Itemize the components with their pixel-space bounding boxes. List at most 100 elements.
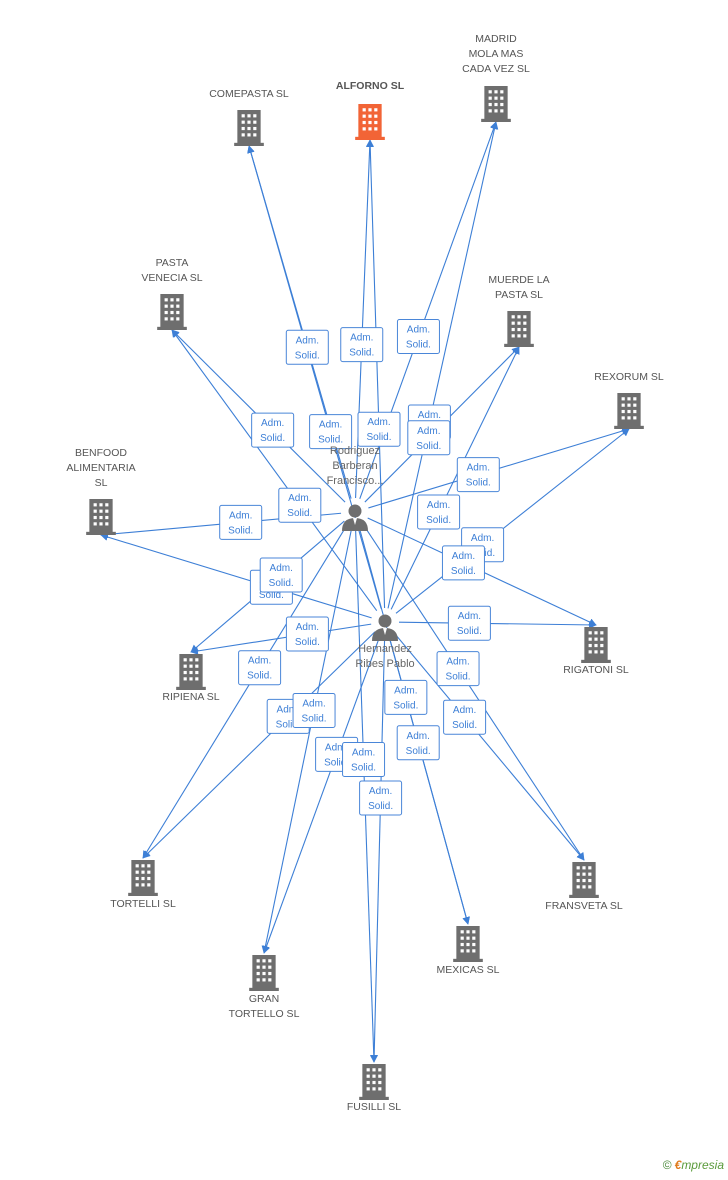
edge-label-p1-pasta_venecia[interactable]: Adm.Solid. [251,412,295,448]
edge-label-p1-fusilli[interactable]: Adm.Solid. [342,742,386,777]
company-label: MUERDE LA [488,274,549,286]
company-label: VENECIA SL [141,272,202,284]
edge-label-text: Adm. [471,533,494,544]
edge-label-text: Solid. [260,433,285,444]
company-mexicas[interactable]: MEXICAS SL [436,926,500,976]
edge-label-p2-comepasta[interactable]: Adm.Solid. [309,414,353,450]
company-label: TORTELLO SL [229,1008,300,1020]
edge-label-text: Adm. [270,563,293,574]
edge-p1-tortelli [142,523,349,859]
copyright-symbol: © [662,1158,672,1172]
company-label: GRAN [249,993,279,1005]
edge-p1-fransveta [362,523,585,861]
company-alforno[interactable]: ALFORNO SL [336,80,405,140]
edge-label-text: Solid. [416,441,441,452]
company-label: RIPIENA SL [162,691,219,703]
edge-label-text: Adm. [352,748,375,759]
edge-label-text: Adm. [277,704,300,715]
brand-initial: € [674,1158,682,1172]
edge-label-p2-alforno[interactable]: Adm.Solid. [357,411,401,447]
edge-label-text: Adm. [302,698,325,709]
company-ripiena[interactable]: RIPIENA SL [162,654,220,703]
edge-label-p1-mexicas[interactable]: Adm.Solid. [384,679,428,715]
company-fusilli[interactable]: FUSILLI SL [347,1064,401,1113]
edge-label-text: Adm. [427,500,450,511]
edge-label-p1-alforno[interactable]: Adm.Solid. [340,327,384,363]
edge-label-p2-mexicas[interactable]: Adm. Solid. [396,725,440,761]
company-label: TORTELLI SL [110,898,176,910]
edge-label-p1-rexorum[interactable]: Adm.Solid. [456,457,500,493]
edge-label-text: Solid. [324,757,349,768]
company-fransveta[interactable]: FRANSVETA SL [545,862,623,912]
edge-labels-layer: Adm.Solid.Adm.Solid.Adm.Solid.Adm.Solid.… [219,319,505,816]
edge-label-text: Adm. [288,493,311,504]
edge-label-text: Solid. [406,746,431,757]
edge-label-p1-gran_tortello[interactable]: Adm. Solid. [292,692,336,728]
company-label: PASTA SL [495,289,543,301]
edge-label-p2-muerde[interactable]: Adm. Solid. [417,494,461,530]
building-icon [581,627,611,663]
edge-label-p1-ripiena[interactable]: Adm. Solid. [259,557,303,593]
edge-label-p1-rigatoni[interactable]: Adm.Solid. [441,545,485,581]
edge-label-p1-tortelli[interactable]: Adm.Solid. [238,650,282,686]
edge-label-p2-fusilli[interactable]: Adm.Solid. [359,780,403,816]
edge-label-text: Solid. [452,720,477,731]
edge-p2-fransveta [393,632,585,861]
edge-label-p1-fransveta[interactable]: Adm.Solid. [436,651,480,687]
edge-label-text: Adm. [248,656,271,667]
company-gran_tortello[interactable]: GRAN TORTELLO SL [229,955,300,1020]
person-label: Francisco... [327,475,384,487]
building-icon [176,654,206,690]
edge-label-text: Adm. [417,426,440,437]
edge-label-p1-comepasta[interactable]: Adm.Solid. [285,329,329,365]
edge-label-text: Adm. [367,417,390,428]
edge-label-p2-rigatoni[interactable]: Adm.Solid. [447,605,491,641]
building-icon [481,86,511,122]
company-label: SL [95,477,108,489]
edge-label-p1-madrid[interactable]: Adm.Solid. [396,319,440,354]
company-rigatoni[interactable]: RIGATONI SL [563,627,629,676]
edge-label-text: Adm. [458,611,481,622]
edge-label-p1-muerde[interactable]: Adm. Solid. [407,420,451,456]
edge-label-text: Adm. [407,731,430,742]
edge-p2-tortelli [142,631,376,859]
building-icon [614,393,644,429]
edge-label-text: Solid. [269,578,294,589]
building-icon [157,294,187,330]
footer-brand[interactable]: ©€mpresia [663,1158,724,1172]
edge-label-text: Adm. [453,705,476,716]
company-comepasta[interactable]: COMEPASTA SL [209,88,289,146]
edge-label-p2-pasta_venecia[interactable]: Adm. Solid. [278,487,322,523]
edge-p2-rigatoni [398,621,597,629]
edge-label-p2-fransveta[interactable]: Adm. Solid. [443,699,487,735]
edge-label-text: Adm. [452,551,475,562]
building-icon [359,1064,389,1100]
edge-p2-muerde [390,346,520,610]
person-label: Hernandez [358,643,412,655]
edge-label-p1-benfood[interactable]: Adm.Solid. [219,504,263,540]
building-icon [355,104,385,140]
edge-label-text: Solid. [406,340,431,351]
edge-label-text: Adm. [369,786,392,797]
edge-label-text: Solid. [426,515,451,526]
edge-label-text: Solid. [302,713,327,724]
edge-p2-comepasta [247,145,382,609]
edge-label-text: Solid. [287,508,312,519]
company-rexorum[interactable]: REXORUM SL [594,371,664,429]
building-icon [453,926,483,962]
edge-label-text: Adm. [446,657,469,668]
edge-label-p2-ripiena[interactable]: Adm.Solid. [285,616,329,652]
company-label: ALFORNO SL [336,80,405,92]
person-p1[interactable]: RodriguezBarberanFrancisco... [327,445,384,531]
company-tortelli[interactable]: TORTELLI SL [110,860,176,910]
company-label: CADA VEZ SL [462,63,530,75]
company-muerde[interactable]: MUERDE LA PASTA SL [488,274,550,347]
building-icon [569,862,599,898]
edge-label-text: Solid. [276,719,301,730]
edge-label-text: Adm. [350,333,373,344]
